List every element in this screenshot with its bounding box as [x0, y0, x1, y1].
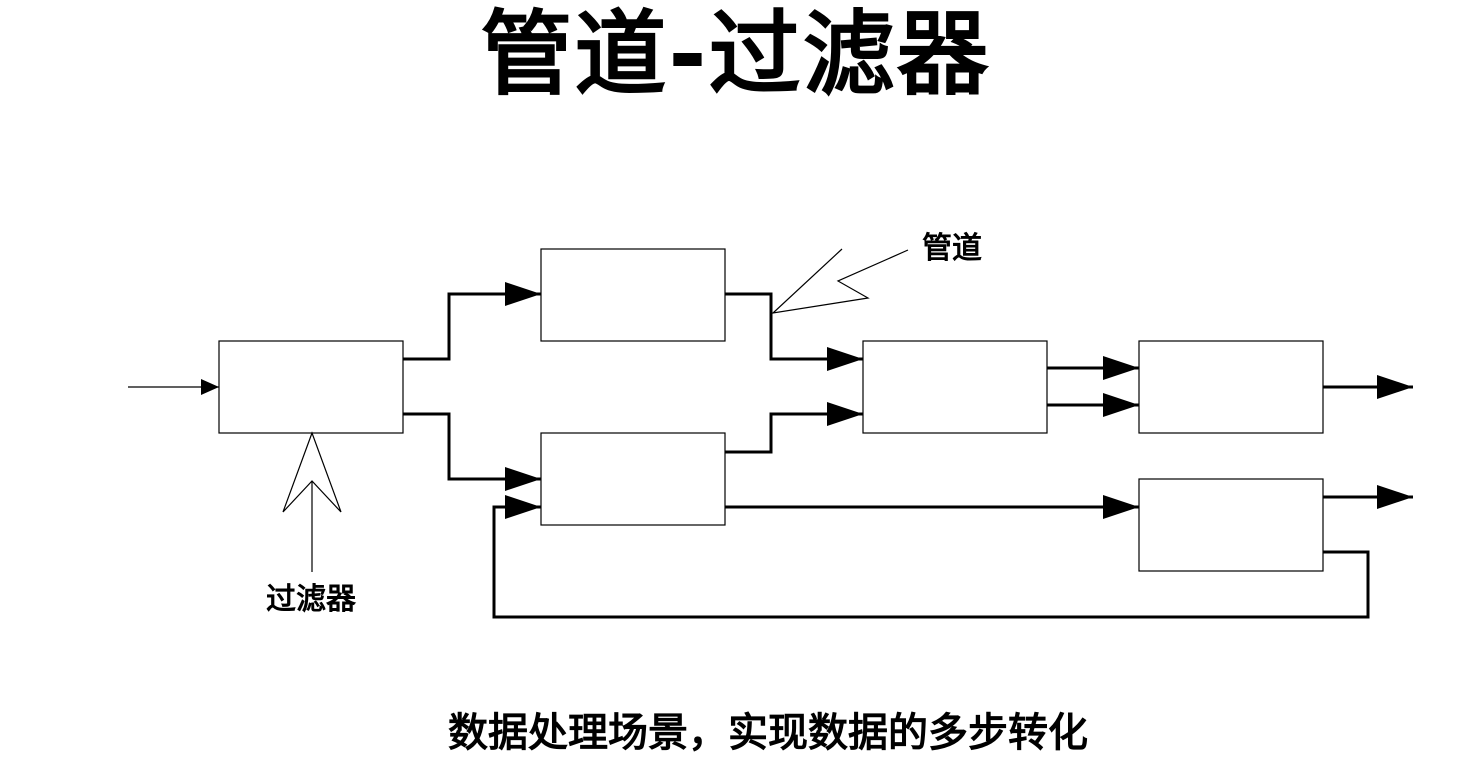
- filter-label: 过滤器: [266, 582, 357, 617]
- filter-box-upper: [540, 248, 726, 342]
- page-title: 管道-过滤器: [480, 1, 991, 108]
- pipe-callout: 管道: [771, 231, 982, 314]
- filter-box-lower: [540, 432, 726, 526]
- pipe-input-to-lower: [403, 412, 541, 491]
- filter-box-merge: [862, 340, 1048, 434]
- filter-callout: 过滤器: [266, 431, 357, 617]
- filter-box-output-upper: [1138, 340, 1324, 434]
- filter-box-input: [218, 340, 404, 434]
- pipe-lower-to-merge: [725, 402, 863, 454]
- pipe-input-to-upper: [403, 282, 541, 361]
- page-subtitle: 数据处理场景，实现数据的多步转化: [448, 710, 1088, 756]
- filter-box-output-lower: [1138, 478, 1324, 572]
- pipe-feedback-loop: [492, 495, 1370, 619]
- pipe-upper-to-merge: [725, 292, 863, 371]
- pipe-label: 管道: [922, 231, 982, 266]
